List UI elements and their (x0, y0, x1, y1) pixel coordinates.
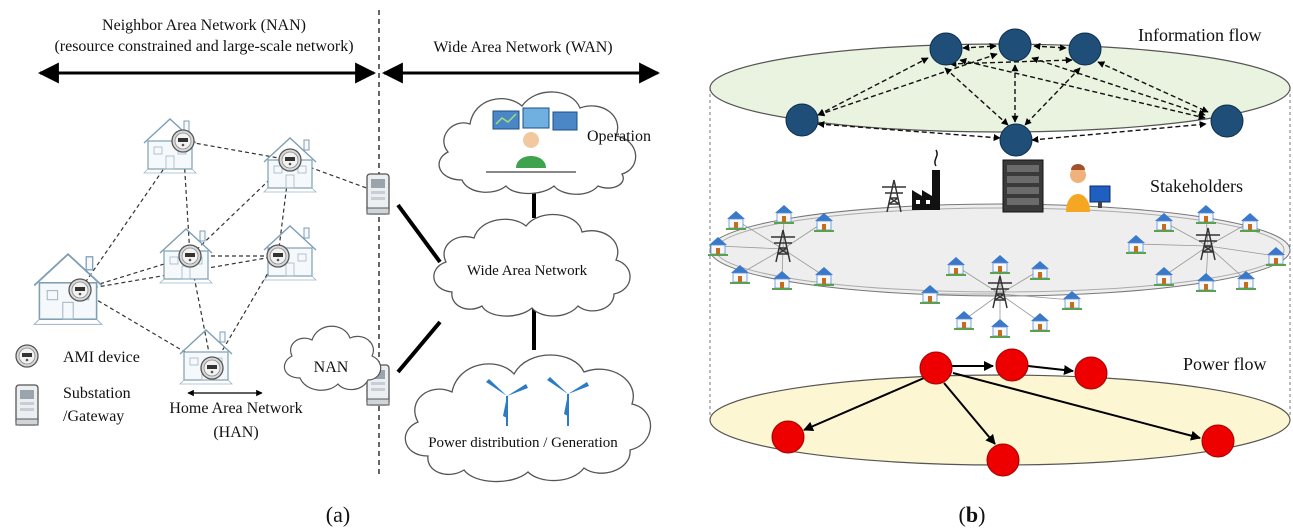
power-links (803, 361, 1201, 445)
power-flow-label: Power flow (1183, 354, 1267, 374)
panel-b: Information flow Stakeholders Power flow… (707, 25, 1291, 527)
nan-title: Neighbor Area Network (NAN) (102, 17, 306, 34)
community-right (1125, 204, 1287, 292)
home-2 (263, 137, 317, 193)
nan-cloud-label: NAN (314, 359, 349, 376)
han-label-line1: Home Area Network (169, 400, 302, 417)
power-node (771, 420, 805, 454)
caption-a: (a) (326, 502, 350, 527)
ami-meter-icon (68, 278, 92, 302)
home-6 (179, 329, 233, 385)
factory-icon (912, 149, 940, 210)
legend-gateway-label-1: Substation (63, 385, 131, 402)
info-node (929, 32, 963, 66)
legend-gateway-label-2: /Gateway (63, 408, 124, 425)
server-rack-icon (1002, 159, 1044, 213)
home-5 (33, 253, 103, 326)
legend-gateway-icon (15, 384, 39, 426)
info-node (998, 28, 1032, 62)
panel-a: Neighbor Area Network (NAN) (resource co… (15, 10, 661, 527)
information-nodes (785, 28, 1244, 157)
wind-turbine-icon (547, 377, 589, 426)
nan-cloud (283, 325, 382, 391)
power-node (919, 351, 953, 385)
operation-center-icon (486, 107, 578, 173)
nan-subtitle: (resource constrained and large-scale ne… (54, 38, 353, 55)
community-center (919, 254, 1083, 338)
power-node (995, 348, 1029, 382)
information-flow-label: Information flow (1138, 25, 1261, 45)
wan-title: Wide Area Network (WAN) (433, 39, 612, 56)
ami-meter-icon (200, 356, 224, 380)
wan-cloud-label: Wide Area Network (467, 263, 588, 279)
home-4 (263, 225, 317, 281)
information-links (817, 42, 1209, 143)
ami-meter-icon (178, 244, 202, 268)
info-node (999, 123, 1033, 157)
wan-cloud (433, 213, 631, 317)
community-left (707, 204, 835, 290)
gateway-top-icon (366, 173, 390, 215)
ami-meter-icon (266, 244, 290, 268)
home-1 (143, 118, 197, 174)
ami-meter-icon (171, 129, 195, 153)
info-node (785, 103, 819, 137)
info-node (1210, 104, 1244, 138)
wind-turbine-icon (486, 379, 528, 426)
power-cloud (404, 354, 652, 483)
ami-meter-icon (278, 148, 302, 172)
caption-b: (b) (959, 502, 986, 527)
power-nodes (771, 348, 1235, 477)
power-node (1074, 356, 1108, 390)
power-node (986, 443, 1020, 477)
power-node (1201, 424, 1235, 458)
legend-ami-label: AMI device (63, 349, 140, 366)
home-3 (159, 228, 213, 284)
power-cloud-label: Power distribution / Generation (428, 435, 618, 451)
han-label-line2: (HAN) (213, 424, 258, 441)
operation-label: Operation (587, 128, 651, 145)
operator-icon (1066, 164, 1111, 212)
legend-ami-icon (15, 344, 39, 368)
info-node (1068, 32, 1102, 66)
stakeholders-label: Stakeholders (1150, 176, 1243, 196)
